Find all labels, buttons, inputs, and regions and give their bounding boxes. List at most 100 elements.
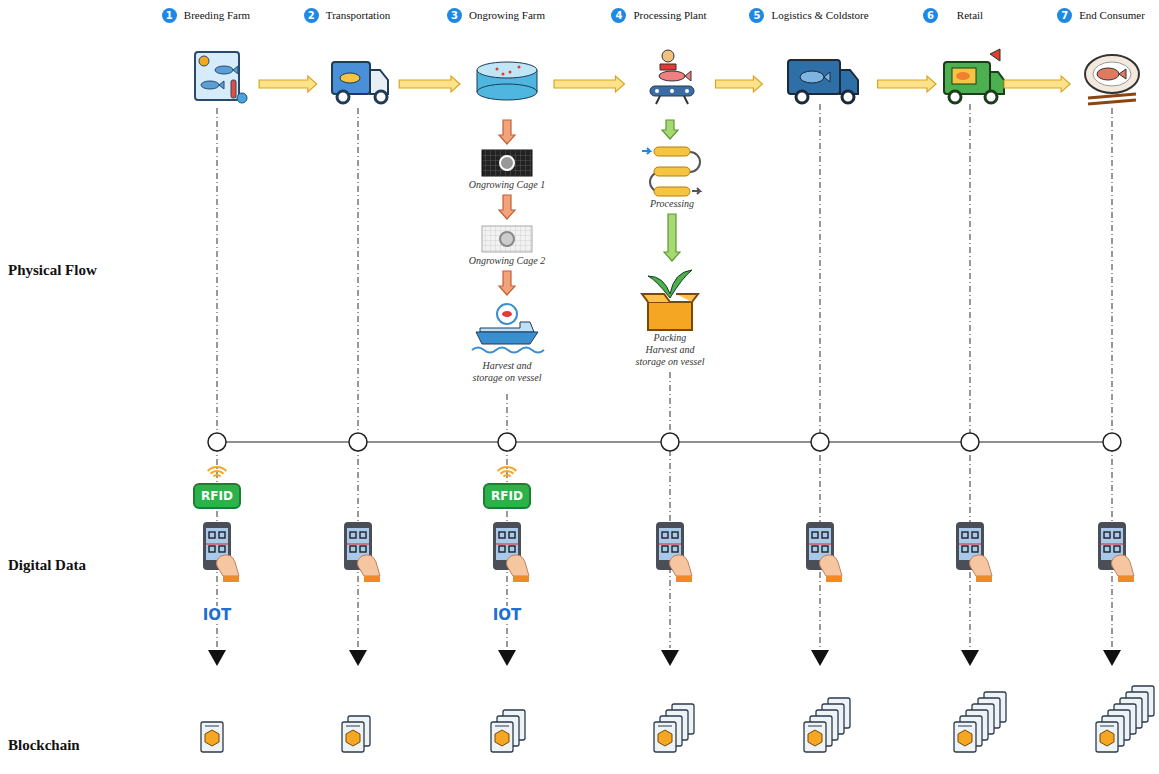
flow-arrow <box>878 76 936 92</box>
row-label: Digital Data <box>8 557 86 574</box>
stage-node: Transportation <box>321 6 395 118</box>
blockchain-stack <box>201 722 223 752</box>
flow-arrow <box>664 214 680 261</box>
timeline-node <box>811 433 829 451</box>
dash-dot-line <box>670 372 671 648</box>
stage-node: Logistics & Coldstore <box>766 6 873 118</box>
blockchain-stack <box>1096 686 1154 752</box>
phone-scan-icon <box>344 522 380 582</box>
callout-number: 5 <box>749 8 764 23</box>
stage-node: Processing Plant <box>628 6 711 118</box>
cold-truck-icon <box>788 60 858 103</box>
signal-arc <box>213 474 222 477</box>
timeline-node <box>349 433 367 451</box>
node-title: Logistics & Coldstore <box>769 8 870 22</box>
flow-arrow <box>499 271 515 295</box>
node-title: Ongrowing Cage 1 <box>467 179 547 191</box>
phone-scan-icon <box>493 522 529 582</box>
signal-arc <box>210 470 224 474</box>
step-node: Processing <box>642 140 702 212</box>
signal-arc <box>500 470 514 474</box>
phone-scan-icon <box>656 522 692 582</box>
node-title: Retail <box>943 8 997 22</box>
node-title: End Consumer <box>1077 8 1147 22</box>
node-title: Processing <box>645 198 699 210</box>
callout-number: 6 <box>923 8 938 23</box>
breeding-icon <box>195 52 247 103</box>
step-node: Harvest and storage on vessel <box>465 296 549 386</box>
blockchain-stack <box>342 716 370 752</box>
signal-arc <box>497 466 517 472</box>
stage-node: Retail <box>940 6 1000 118</box>
transport-truck-icon <box>332 62 388 103</box>
node-title: Breeding Farm <box>182 8 252 22</box>
vessel-icon <box>472 304 544 353</box>
node-title: Transportation <box>324 8 392 22</box>
flow-arrow <box>662 120 678 139</box>
digital-layer <box>201 433 1154 752</box>
flow-arrow <box>259 76 317 92</box>
fish-plate-icon <box>1085 55 1139 104</box>
callout-number: 3 <box>447 8 462 23</box>
step-node: Ongrowing Cage 2 <box>464 220 550 269</box>
phone-scan-icon <box>806 522 842 582</box>
timeline-node <box>208 433 226 451</box>
down-arrow-head <box>208 650 226 666</box>
callout-number: 1 <box>162 8 177 23</box>
node-note: Harvest and storage on vessel <box>631 344 709 368</box>
iot-mark: IOT <box>491 606 524 624</box>
callout-number: 4 <box>611 8 626 23</box>
down-arrow-head <box>1103 650 1121 666</box>
node-title: Processing Plant <box>631 8 708 22</box>
phone-scan-icon <box>956 522 992 582</box>
flow-arrow <box>499 195 515 219</box>
signal-arc <box>207 466 227 472</box>
packing-box-icon <box>642 270 698 330</box>
step-node: PackingHarvest and storage on vessel <box>628 262 712 370</box>
blockchain-stack <box>654 704 694 752</box>
timeline-node <box>961 433 979 451</box>
rfid-badge: RFID <box>483 483 531 509</box>
blockchain-stack <box>954 692 1006 752</box>
flow-arrow <box>399 76 460 92</box>
flow-arrow <box>554 76 624 92</box>
down-arrow-head <box>661 650 679 666</box>
down-arrow-head <box>349 650 367 666</box>
fish-tank-icon <box>477 62 537 100</box>
flow-arrow <box>499 120 515 144</box>
stage-node: Breeding Farm <box>179 6 255 118</box>
rfid-badge: RFID <box>193 483 241 509</box>
iot-mark: IOT <box>201 606 234 624</box>
callout-number: 7 <box>1057 8 1072 23</box>
flow-arrow <box>1004 76 1070 92</box>
stage-node: Ongrowing Farm <box>464 6 550 118</box>
down-arrow-head <box>961 650 979 666</box>
node-title: Harvest and storage on vessel <box>468 360 546 384</box>
blockchain-stack <box>804 698 850 752</box>
timeline-node <box>1103 433 1121 451</box>
phone-scan-icon <box>1098 522 1134 582</box>
cage-light-icon <box>482 226 532 252</box>
processing-plant-icon <box>650 50 694 104</box>
stage-node: End Consumer <box>1074 6 1150 118</box>
retail-truck-icon <box>944 49 1004 103</box>
blockchain-stack <box>491 710 525 752</box>
phone-scan-icon <box>203 522 239 582</box>
node-title: Ongrowing Cage 2 <box>467 255 547 267</box>
down-arrow-head <box>498 650 516 666</box>
cage-dark-icon <box>482 150 532 176</box>
timeline-node <box>661 433 679 451</box>
processing-line-icon <box>642 147 700 196</box>
flow-arrow <box>716 76 763 92</box>
step-node: Ongrowing Cage 1 <box>464 145 550 193</box>
callout-number: 2 <box>304 8 319 23</box>
row-label: Blockchain <box>8 737 80 754</box>
timeline-node <box>498 433 516 451</box>
row-label: Physical Flow <box>8 262 97 279</box>
flow-lines <box>217 104 1112 648</box>
node-title: Ongrowing Farm <box>467 8 547 22</box>
node-title: Packing <box>631 332 709 344</box>
down-arrow-head <box>811 650 829 666</box>
